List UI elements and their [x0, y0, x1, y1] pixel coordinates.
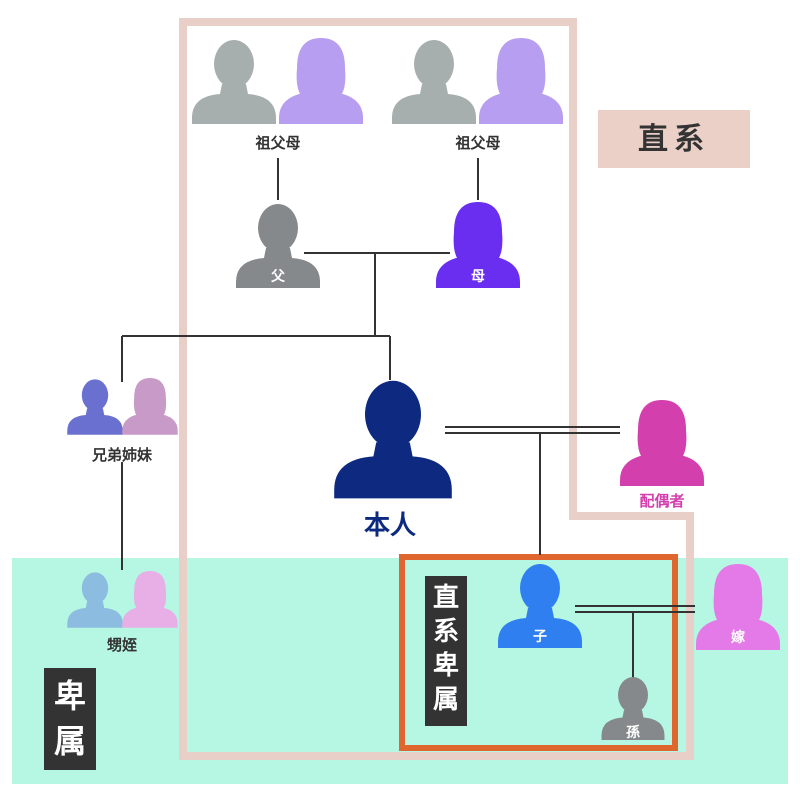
direct-line-tag [598, 110, 750, 168]
brother-icon [67, 379, 123, 435]
connector-lines [121, 158, 695, 678]
mother-label: 母 [471, 269, 485, 285]
direct-descendants-char-3: 卑 [433, 650, 459, 681]
spouse-label: 配偶者 [639, 492, 684, 510]
grandfather-left-icon [192, 40, 276, 124]
grandchild-label: 孫 [626, 724, 640, 741]
direct-line-tag-text: 直系 [638, 122, 710, 157]
descendants-tag [44, 668, 96, 770]
spouse-icon [620, 400, 704, 486]
direct-line-frame [179, 18, 694, 760]
direct-descendants-tag [425, 576, 467, 726]
direct-descendants-char-4: 属 [433, 685, 459, 715]
father-label: 父 [270, 269, 286, 285]
nephews-label: 甥姪 [107, 636, 137, 654]
grandmother-right-icon [479, 38, 563, 124]
self-icon [334, 380, 452, 499]
self-label: 本人 [364, 511, 416, 541]
grandmother-left-icon [279, 38, 363, 124]
grandfather-right-icon [392, 40, 476, 124]
grandparents-right-label: 祖父母 [454, 134, 500, 152]
direct-descendants-char-1: 直 [433, 583, 459, 613]
descendants-char-2: 属 [54, 722, 86, 760]
direct-descendants-char-2: 系 [433, 617, 459, 647]
sister-icon [122, 378, 178, 435]
siblings-label: 兄弟姉妹 [91, 446, 153, 464]
direct-descendants-frame [399, 554, 678, 751]
descendants-char-1: 卑 [54, 677, 86, 715]
grandparents-left-label: 祖父母 [254, 134, 300, 152]
child-label: 子 [533, 629, 547, 645]
child-spouse-label: 嫁 [730, 629, 745, 646]
